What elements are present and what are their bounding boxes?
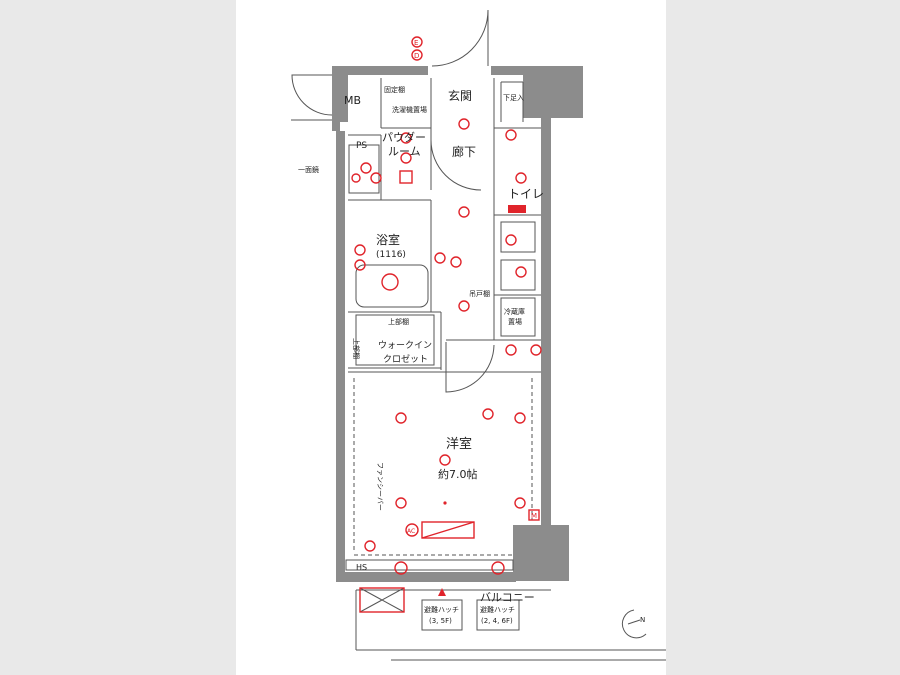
label-upper-shelf-side: 上部棚 [352, 338, 361, 359]
label-upper-shelf: 上部棚 [388, 317, 409, 326]
label-toilet: トイレ [508, 187, 544, 201]
label-bath-size: (1116) [376, 250, 406, 260]
svg-text:E: E [414, 39, 418, 47]
floor-plan: E D AC M [291, 9, 666, 661]
label-hatch-a-2: (3, 5F) [429, 617, 452, 625]
svg-text:AC: AC [407, 528, 415, 535]
label-shoe-storage: 下足入 [503, 94, 524, 102]
label-fridge-2: 置場 [508, 317, 522, 326]
label-hs: HS [356, 563, 367, 572]
partitions [291, 78, 666, 661]
label-closet-2: クロゼット [383, 353, 428, 365]
label-western-room: 洋室 [446, 436, 472, 452]
compass-icon: N [621, 609, 647, 639]
label-fancy-bar: ファンシーバー [376, 462, 384, 511]
label-room-area: 約7.0帖 [438, 467, 478, 481]
label-washer-place: 洗濯機置場 [392, 105, 427, 114]
label-fixed-shelf: 固定棚 [384, 85, 405, 94]
label-hatch-b-2: (2, 4, 6F) [481, 617, 513, 625]
label-closet-1: ウォークイン [378, 340, 432, 351]
label-powder-room-1: パウダー [382, 130, 426, 144]
svg-text:N: N [640, 616, 645, 624]
svg-text:D: D [414, 52, 419, 60]
label-fridge-1: 冷蔵庫 [504, 307, 525, 316]
label-hatch-b-1: 避難ハッチ [480, 605, 515, 614]
label-ps: PS [356, 141, 367, 151]
label-bathroom: 浴室 [376, 232, 400, 247]
label-entrance: 玄関 [448, 88, 472, 103]
label-hallway: 廊下 [452, 144, 476, 159]
floor-plan-sheet: E D AC M [236, 0, 666, 675]
walls [332, 66, 583, 582]
label-mb: MB [344, 94, 361, 107]
label-mirror-note: 一面鏡 [298, 165, 319, 174]
door-d-symbol [411, 49, 423, 61]
svg-text:M: M [531, 512, 537, 520]
label-hatch-a-1: 避難ハッチ [424, 605, 459, 614]
door-e-symbol [411, 36, 423, 48]
doors [291, 9, 495, 393]
label-balcony: バルコニー [480, 591, 535, 604]
label-hanging-cabinet: 吊戸棚 [469, 289, 490, 298]
label-powder-room-2: ルーム [388, 145, 421, 158]
electrical-symbols: E D AC M [351, 36, 542, 613]
